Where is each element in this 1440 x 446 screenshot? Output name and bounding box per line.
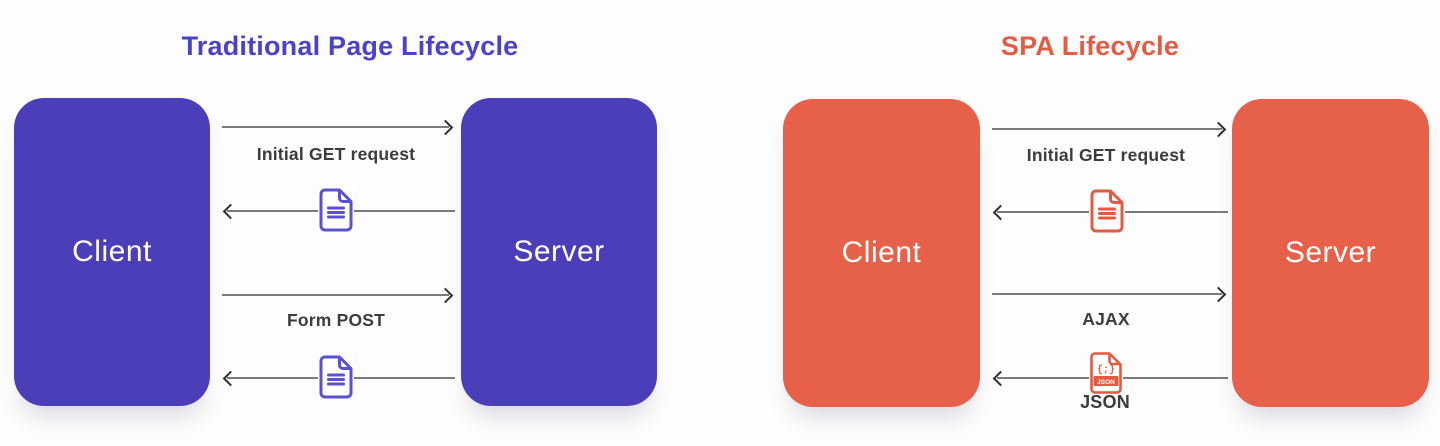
spa-title: SPA Lifecycle — [1000, 31, 1180, 61]
traditional-client-label: Client — [72, 235, 152, 268]
traditional-server-box: Server — [461, 98, 657, 406]
traditional-form-post-arrow — [222, 294, 449, 296]
document-icon — [318, 355, 354, 399]
traditional-server-label: Server — [513, 235, 605, 268]
traditional-initial-get-arrow — [222, 126, 449, 128]
spa-ajax-arrow — [992, 293, 1222, 295]
document-icon — [1089, 189, 1125, 233]
spa-json-label: JSON — [1080, 392, 1130, 412]
spa-client-box: Client — [783, 99, 980, 407]
spa-ajax-label: AJAX — [1082, 309, 1130, 329]
traditional-form-post-label: Form POST — [286, 310, 386, 330]
spa-initial-get-label: Initial GET request — [1026, 145, 1186, 165]
traditional-client-box: Client — [14, 98, 210, 406]
spa-server-label: Server — [1284, 236, 1377, 269]
spa-client-label: Client — [841, 236, 922, 269]
json-banner-text: JSON — [1097, 379, 1115, 386]
traditional-initial-get-label: Initial GET request — [256, 144, 416, 164]
json-glyph-text: {;} — [1097, 364, 1115, 376]
document-icon — [318, 188, 354, 232]
spa-server-box: Server — [1232, 99, 1429, 407]
json-file-icon: {;} JSON — [1089, 352, 1123, 394]
spa-initial-get-arrow — [992, 128, 1222, 130]
traditional-title: Traditional Page Lifecycle — [181, 31, 519, 61]
